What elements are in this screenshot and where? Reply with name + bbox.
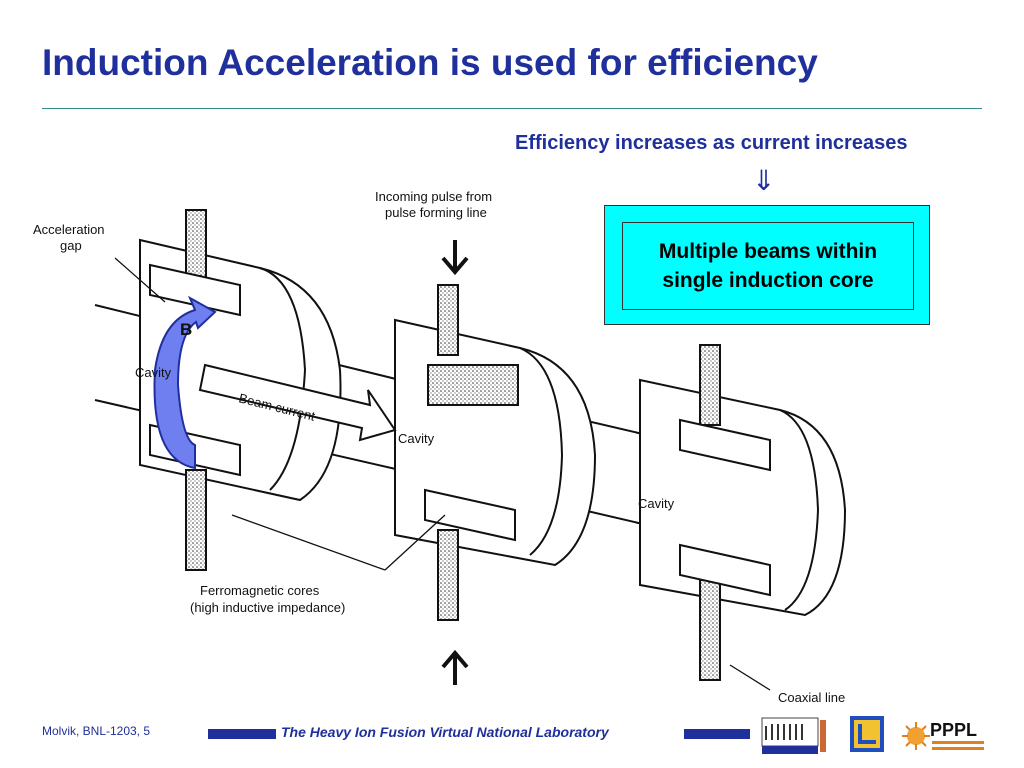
label-cavity-middle: Cavity [398, 431, 435, 446]
callout-box: Multiple beams within single induction c… [604, 205, 930, 325]
induction-accelerator-diagram: Acceleration gap Incoming pulse from pul… [33, 189, 847, 705]
label-cavity-right: Cavity [638, 496, 675, 511]
incoming-arrow-icon [441, 240, 469, 276]
berkeley-lab-logo [761, 717, 826, 754]
pppl-logo: PPPL [902, 720, 984, 750]
page-title: Induction Acceleration is used for effic… [42, 42, 818, 83]
label-ferromagnetic-1: Ferromagnetic cores [200, 583, 320, 598]
subtitle: Efficiency increases as current increase… [515, 132, 908, 154]
cavity-right [639, 344, 847, 681]
label-b-field: B [180, 320, 192, 339]
cavity-middle [394, 284, 597, 621]
outgoing-arrow-icon [441, 649, 469, 685]
beam-current-arrow [198, 363, 397, 442]
footer-bar-right [684, 729, 750, 739]
b-field-arrow-icon [153, 295, 217, 470]
cavity-left [139, 209, 342, 571]
label-coaxial-line: Coaxial line [778, 690, 845, 705]
label-incoming-1: Incoming pulse from [375, 189, 492, 204]
pppl-logo-text: PPPL [930, 720, 977, 740]
footer-author: Molvik, BNL-1203, 5 [42, 724, 151, 738]
callout-line-1: Multiple beams within [658, 239, 878, 263]
llnl-logo [850, 716, 884, 752]
footer-lab-name: The Heavy Ion Fusion Virtual National La… [281, 724, 609, 740]
label-acceleration-gap-2: gap [60, 238, 82, 253]
label-incoming-2: pulse forming line [385, 205, 487, 220]
title-divider [42, 108, 982, 109]
down-arrow-icon: ⇓ [752, 165, 776, 196]
label-acceleration-gap-1: Acceleration [33, 222, 105, 237]
footer-bar-left [208, 729, 276, 739]
callout-text: Multiple beams within single induction c… [622, 222, 914, 310]
pointer-lines [114, 257, 771, 691]
label-cavity-left: Cavity [135, 365, 172, 380]
label-ferromagnetic-2: (high inductive impedance) [190, 600, 345, 615]
callout-line-2: single induction core [662, 269, 874, 292]
